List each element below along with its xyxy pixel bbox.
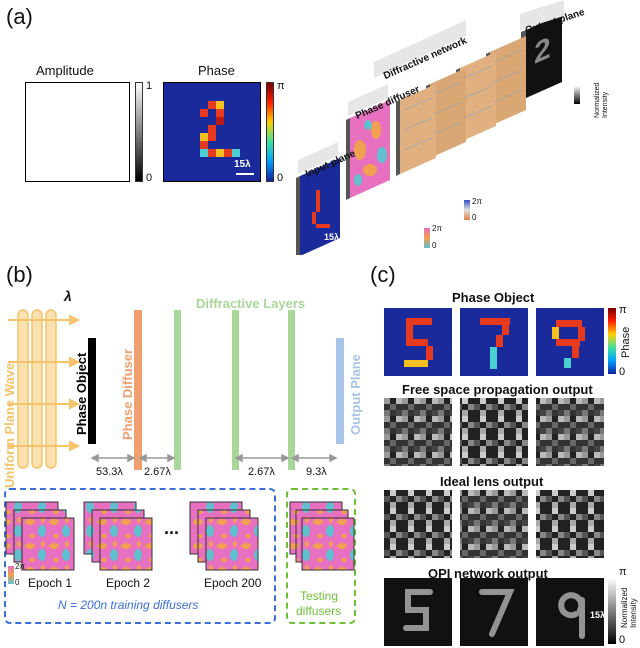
ideal-lens-row	[384, 490, 604, 558]
epoch-200-label: Epoch 200	[204, 576, 262, 590]
network-colorbar	[464, 200, 470, 220]
diffractive-layers	[396, 36, 526, 176]
svg-text:2: 2	[534, 30, 551, 71]
panel-label-a: (a)	[6, 4, 33, 29]
phase-cbar-label: Phase	[620, 326, 632, 358]
ideal-lens-title: Ideal lens output	[440, 474, 544, 489]
qpi-scale-label: 15λ	[590, 610, 606, 620]
amplitude-colorbar	[135, 82, 143, 182]
lambda-label: λ	[64, 288, 72, 304]
diffuser-colorbar	[424, 228, 430, 248]
training-diffusers-box	[4, 488, 276, 624]
amp-cbar-bottom: 0	[146, 172, 153, 184]
diffuser-cbar-bottom: 0	[432, 241, 437, 250]
phase-object-label: Phase Object	[74, 352, 89, 435]
phase-scale-label: 15λ	[234, 159, 251, 170]
distance-2: 2.67λ	[144, 466, 171, 478]
distance-1: 53.3λ	[96, 466, 123, 478]
epoch-2-label: Epoch 2	[106, 576, 151, 590]
phase-cbar-bottom: 0	[277, 172, 284, 184]
uniform-wave-label: Uniform Plane Wave	[2, 362, 17, 488]
phase-image: 15λ	[163, 82, 261, 182]
diffractive-layers-label: Diffractive Layers	[196, 296, 306, 311]
qpi-title: QPI network output	[428, 566, 548, 581]
panel-label-b: (b)	[6, 262, 33, 287]
phase-cbar-c-top: π	[619, 304, 627, 316]
phase-diffuser-layer	[350, 100, 390, 198]
output-norm-intensity-label: Normalized Intensity	[594, 82, 609, 118]
epoch-1-label: Epoch 1	[28, 576, 73, 590]
diffuser-cbar-b	[8, 566, 14, 584]
amp-cbar-top: 1	[146, 80, 153, 92]
output-colorbar	[574, 86, 580, 104]
free-space-row	[384, 398, 604, 466]
ellipsis: ...	[164, 518, 180, 538]
phase-object-bar	[88, 338, 96, 444]
diffuser-cbar-b-bottom: 0	[15, 578, 20, 587]
distance-3: 2.67λ	[248, 466, 275, 478]
amplitude-image	[25, 82, 130, 182]
phase-diffuser-bar	[134, 310, 142, 470]
phase-colorbar	[266, 82, 274, 182]
network-cbar-bottom: 0	[472, 213, 477, 222]
panel-label-c: (c)	[370, 262, 396, 287]
testing-diffusers-box	[286, 488, 356, 624]
int-cbar-label: Normalized Intensity	[620, 587, 638, 628]
testing-caption-2: diffusers	[296, 604, 342, 618]
diffractive-stack-illustration: 2 Input plane	[294, 0, 640, 255]
phase-cbar-c-bottom: 0	[619, 366, 626, 378]
int-cbar-top: π	[619, 566, 627, 578]
testing-caption-1: Testing	[300, 589, 339, 603]
diffuser-stacks	[5, 501, 355, 571]
output-plane-bar	[336, 338, 344, 444]
phase-object-row	[384, 308, 604, 376]
amplitude-title: Amplitude	[36, 63, 94, 78]
input-scale-label: 15λ	[324, 232, 340, 242]
phase-digit-2	[200, 101, 240, 157]
phase-title: Phase	[198, 63, 235, 78]
diffuser-cbar-b-top: 2π	[15, 562, 25, 571]
diffuser-cbar-top: 2π	[432, 224, 442, 233]
distance-4: 9.3λ	[306, 466, 327, 478]
phase-colorbar-c	[608, 308, 616, 374]
optical-setup-diagram	[8, 309, 344, 470]
output-plane-layer	[526, 14, 562, 98]
network-cbar-top: 2π	[472, 197, 482, 206]
phase-diffuser-label: Phase Diffuser	[120, 348, 135, 440]
phase-cbar-top: π	[277, 80, 285, 92]
phase-object-title: Phase Object	[452, 290, 535, 305]
int-cbar-bottom: 0	[619, 634, 626, 646]
free-space-title: Free space propagation output	[402, 382, 593, 397]
intensity-colorbar-c	[608, 578, 616, 644]
phase-scale-bar	[236, 173, 254, 175]
output-plane-label-b: Output Plane	[348, 354, 363, 435]
qpi-output-row	[384, 578, 604, 646]
training-caption: N = 200n training diffusers	[58, 598, 199, 612]
